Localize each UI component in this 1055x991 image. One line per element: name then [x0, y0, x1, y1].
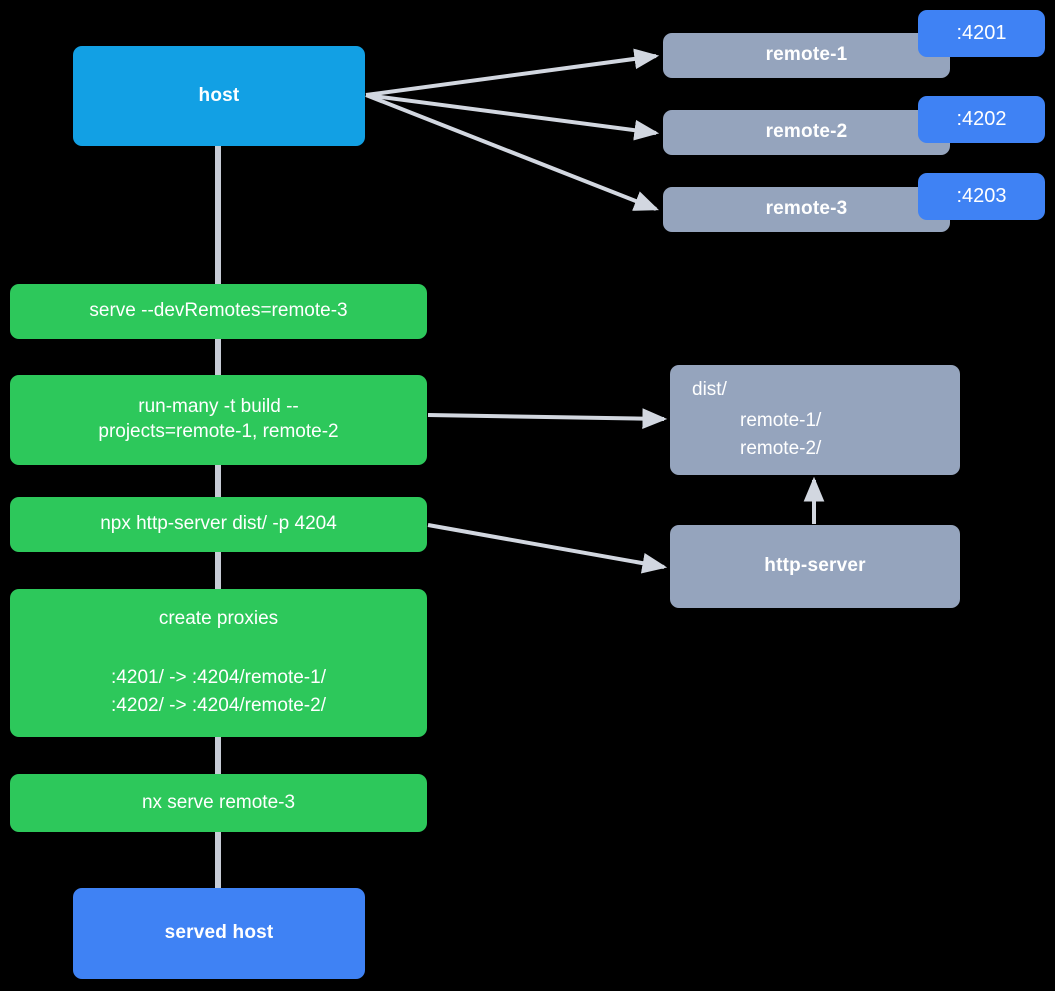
- node-serve-dev-remotes[interactable]: serve --devRemotes=remote-3: [10, 284, 427, 339]
- edge-run-many-to-dist: [427, 408, 668, 430]
- node-served-host-label: served host: [164, 922, 274, 944]
- node-create-proxies[interactable]: create proxies :4201/ -> :4204/remote-1/…: [10, 589, 427, 737]
- node-remote-1-label: remote-1: [765, 44, 848, 66]
- node-remote-3-label: remote-3: [765, 198, 848, 220]
- node-run-many[interactable]: run-many -t build -- projects=remote-1, …: [10, 375, 427, 465]
- node-remote-3[interactable]: remote-3: [663, 187, 950, 232]
- node-npx-http-server-label: npx http-server dist/ -p 4204: [100, 513, 337, 535]
- port-badge-remote-1[interactable]: :4201: [918, 10, 1045, 57]
- edge-host-to-remote-1: [365, 48, 660, 97]
- edge-host-to-remote-3: [365, 93, 659, 211]
- node-remote-1[interactable]: remote-1: [663, 33, 950, 78]
- node-dist-folder-child-2: remote-2/: [740, 438, 822, 460]
- port-badge-remote-3-label: :4203: [956, 185, 1007, 207]
- node-npx-http-server[interactable]: npx http-server dist/ -p 4204: [10, 497, 427, 552]
- node-create-proxies-title: create proxies: [158, 607, 279, 629]
- node-dist-folder[interactable]: dist/ remote-1/ remote-2/: [670, 365, 960, 475]
- node-served-host[interactable]: served host: [73, 888, 365, 979]
- node-host[interactable]: host: [73, 46, 365, 146]
- node-remote-2[interactable]: remote-2: [663, 110, 950, 155]
- node-create-proxies-mapping-1: :4201/ -> :4204/remote-1/: [111, 666, 326, 688]
- node-nx-serve-remote-3-label: nx serve remote-3: [141, 791, 296, 813]
- node-dist-folder-child-1: remote-1/: [740, 409, 822, 431]
- port-badge-remote-1-label: :4201: [956, 22, 1007, 44]
- node-serve-dev-remotes-label: serve --devRemotes=remote-3: [89, 300, 348, 322]
- node-dist-folder-root: dist/: [692, 378, 727, 400]
- node-host-label: host: [198, 84, 240, 106]
- edge-host-to-remote-2: [365, 93, 660, 141]
- port-badge-remote-2-label: :4202: [956, 108, 1007, 130]
- node-http-server[interactable]: http-server: [670, 525, 960, 608]
- node-nx-serve-remote-3[interactable]: nx serve remote-3: [10, 774, 427, 832]
- node-remote-2-label: remote-2: [765, 121, 848, 143]
- node-create-proxies-mapping-2: :4202/ -> :4204/remote-2/: [111, 695, 326, 717]
- node-run-many-label: run-many -t build -- projects=remote-1, …: [98, 396, 339, 442]
- port-badge-remote-2[interactable]: :4202: [918, 96, 1045, 143]
- edge-npx-to-http-server: [427, 523, 668, 574]
- port-badge-remote-3[interactable]: :4203: [918, 173, 1045, 220]
- node-http-server-label: http-server: [764, 555, 866, 577]
